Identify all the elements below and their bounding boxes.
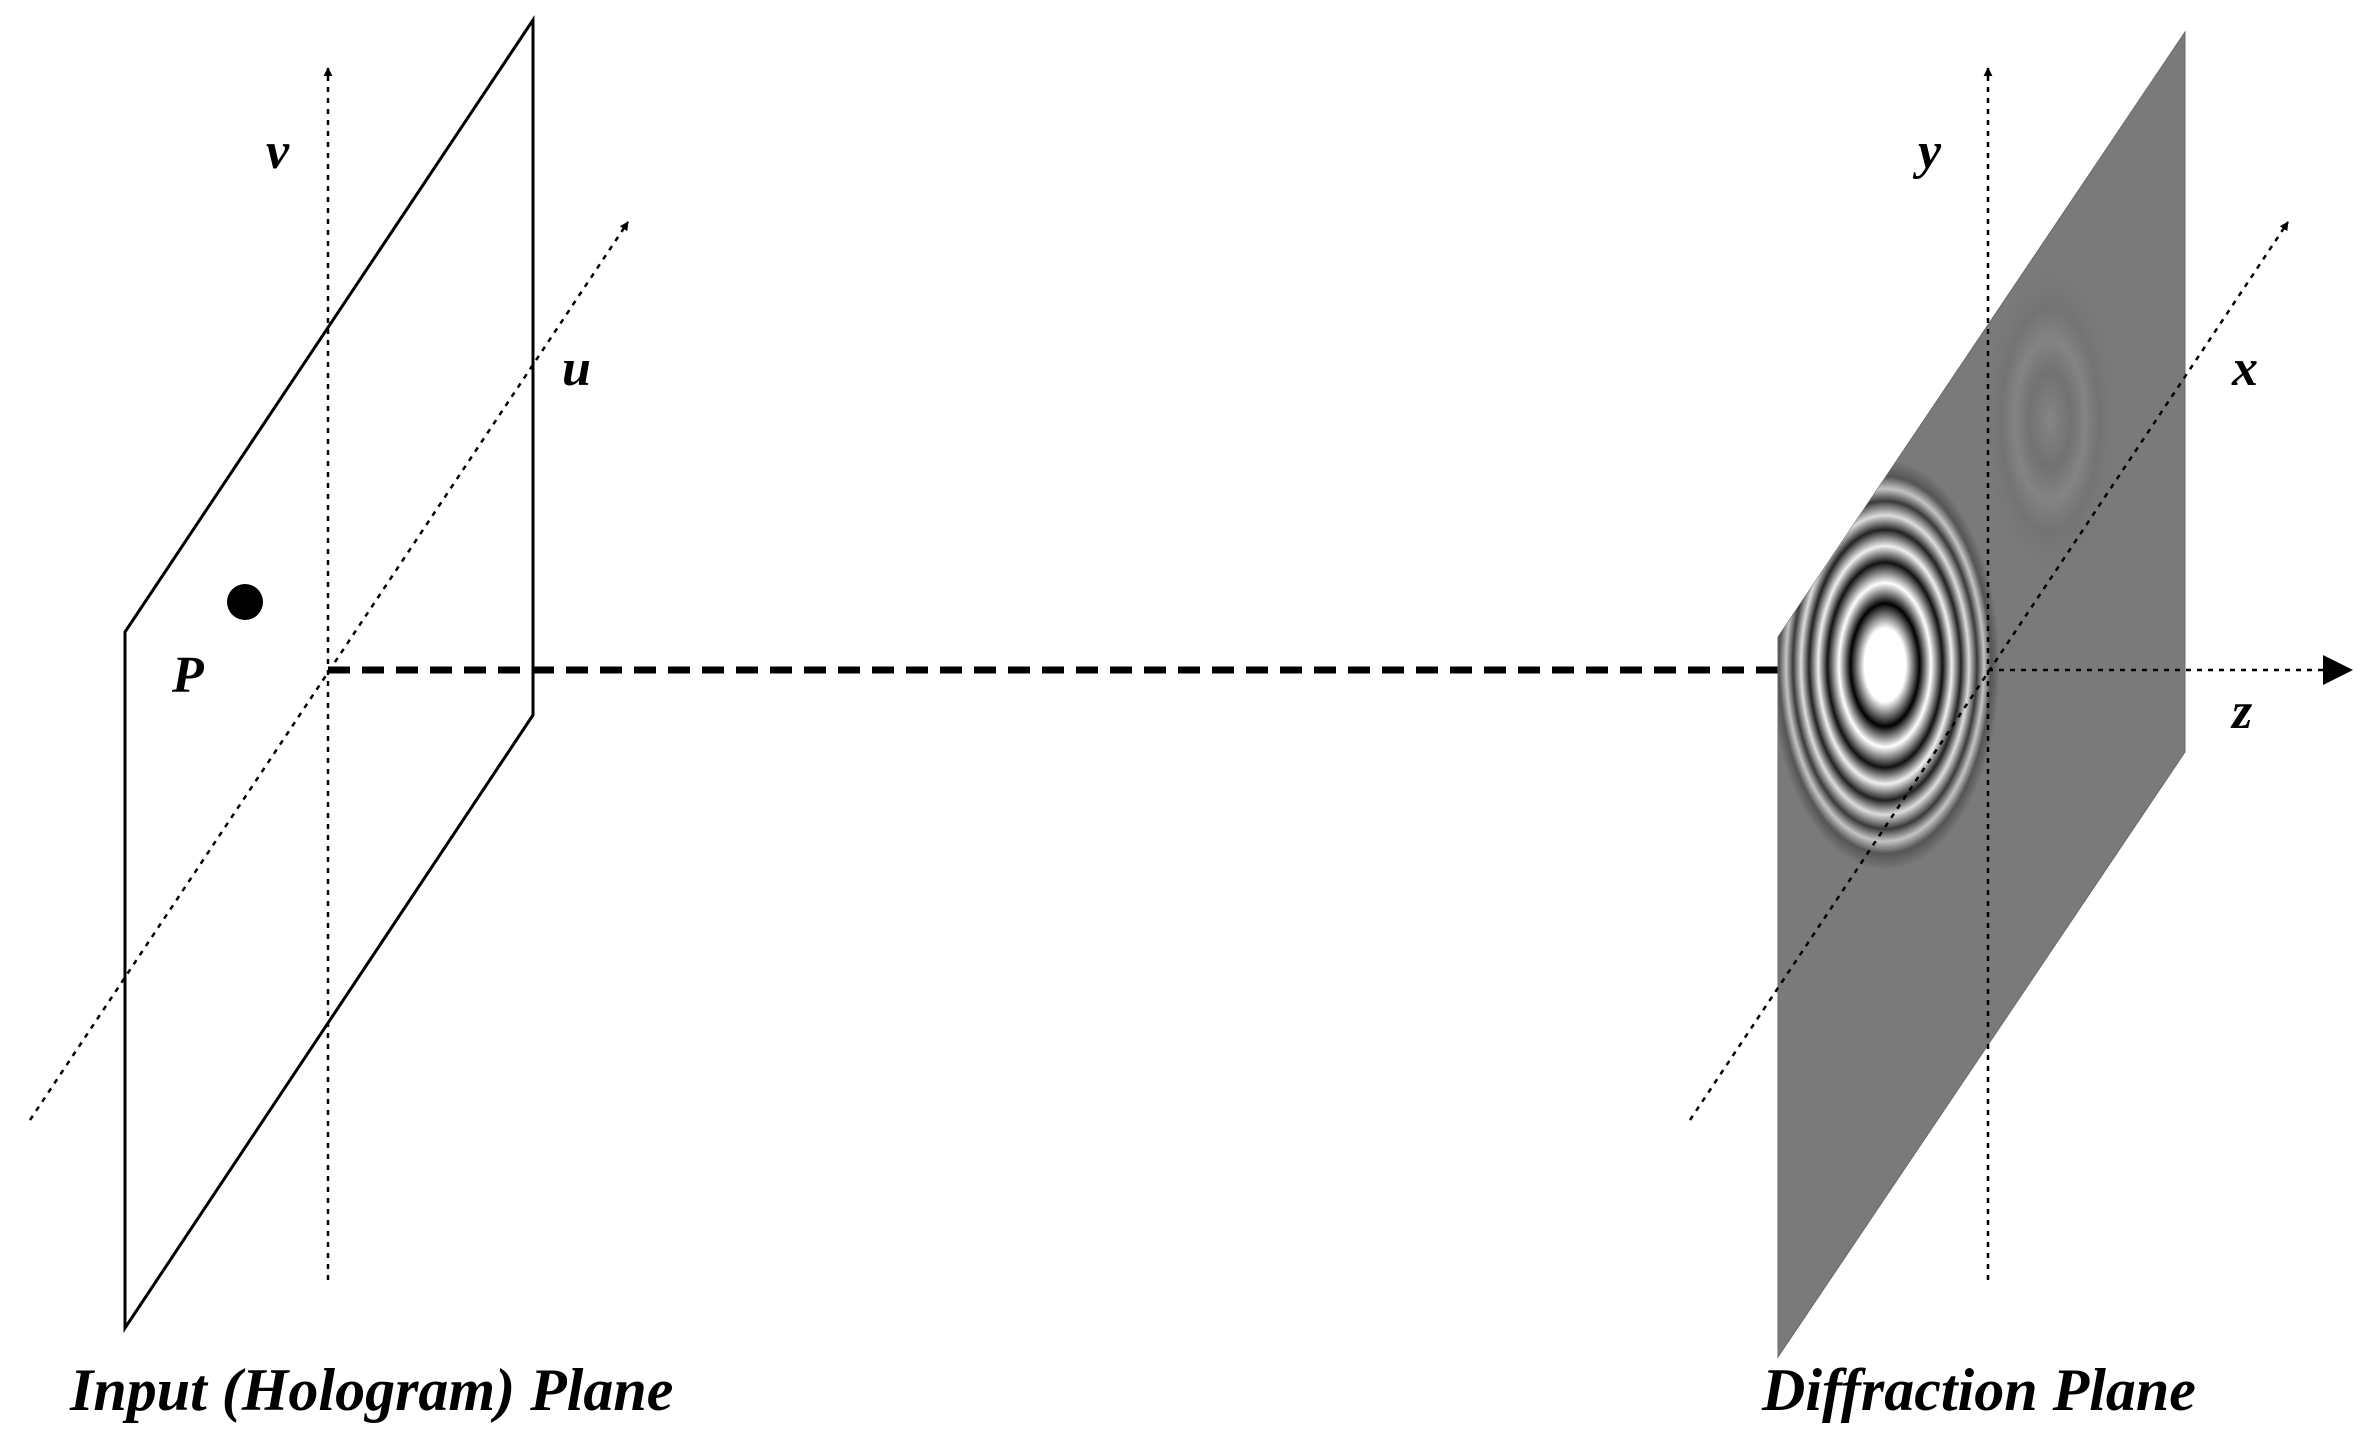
diffraction-plane-title: Diffraction Plane	[1761, 1357, 2196, 1423]
label-v: v	[266, 123, 290, 180]
label-p: P	[171, 647, 205, 704]
label-u: u	[562, 340, 591, 397]
input-plane-title: Input (Hologram) Plane	[69, 1357, 673, 1423]
label-y: y	[1912, 123, 1942, 180]
input-plane-outline	[123, 15, 535, 1333]
label-z: z	[2230, 683, 2253, 740]
diffraction-plane	[1688, 30, 2353, 1359]
input-plane	[28, 15, 630, 1333]
point-p-dot	[227, 584, 263, 620]
label-x: x	[2231, 340, 2258, 397]
